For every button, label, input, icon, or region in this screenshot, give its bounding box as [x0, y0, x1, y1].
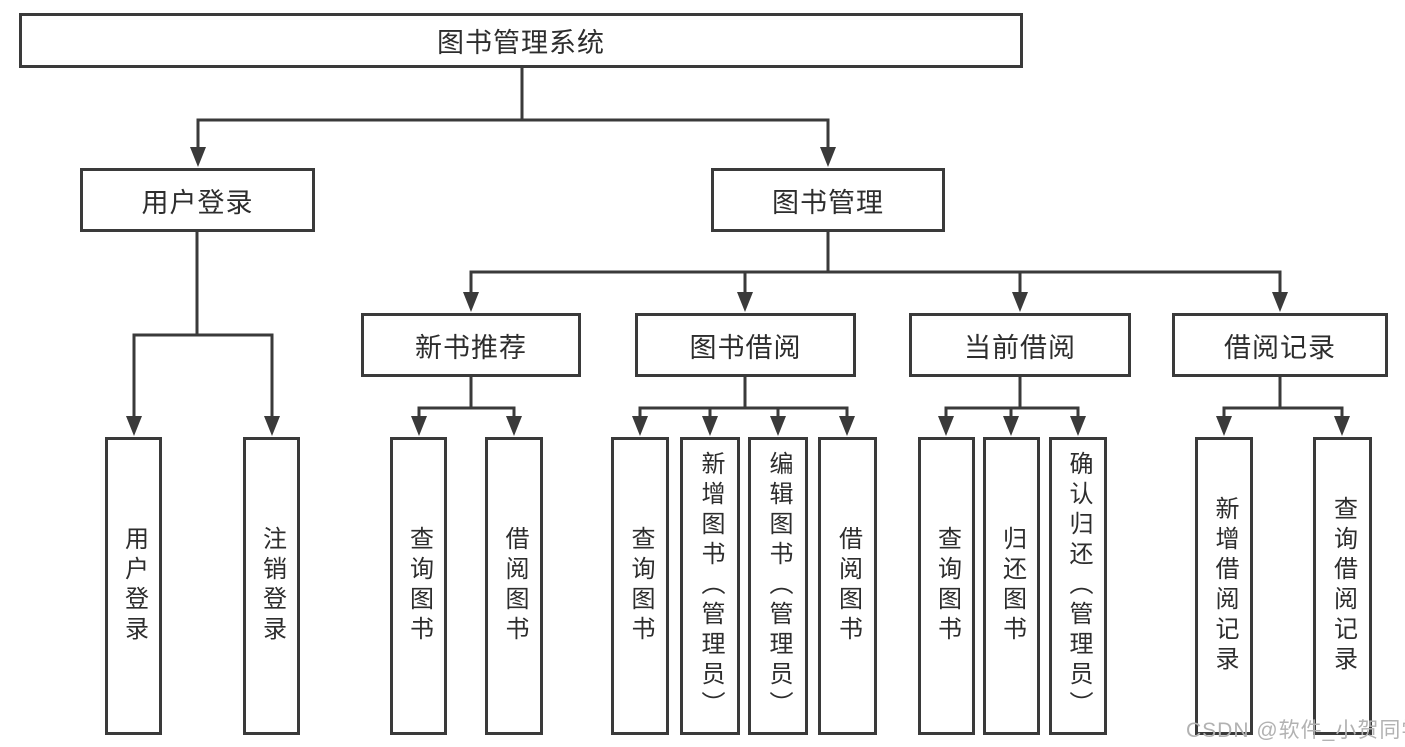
- node-book-borrow: 图书借阅: [635, 313, 856, 377]
- edges-user-login: [126, 230, 280, 436]
- leaf-bb-borrow-books: 借阅图书: [818, 437, 877, 735]
- node-label: 注销登录: [258, 526, 286, 646]
- leaf-cb-query-books: 查询图书: [918, 437, 975, 735]
- edges-new-book-recommend: [411, 375, 522, 436]
- node-label: 归还图书: [998, 526, 1026, 646]
- node-label: 借阅图书: [501, 526, 528, 646]
- edges-book-management: [463, 230, 1288, 312]
- leaf-cb-return-books: 归还图书: [983, 437, 1040, 735]
- leaf-br-query-record: 查询借阅记录: [1313, 437, 1372, 735]
- leaf-logout: 注销登录: [243, 437, 300, 735]
- node-new-book-recommend: 新书推荐: [361, 313, 581, 377]
- node-label: 确认归还（管理员）: [1065, 451, 1092, 721]
- node-label: 图书管理系统: [437, 28, 605, 58]
- node-label: 查询图书: [405, 526, 433, 646]
- node-current-borrow: 当前借阅: [909, 313, 1131, 377]
- node-label: 新增图书（管理员）: [697, 451, 724, 721]
- node-borrow-records: 借阅记录: [1172, 313, 1388, 377]
- node-label: 查询借阅记录: [1329, 496, 1357, 676]
- leaf-nbr-query-books: 查询图书: [390, 437, 447, 735]
- node-root: 图书管理系统: [19, 13, 1023, 68]
- node-label: 借阅图书: [834, 526, 862, 646]
- node-book-management: 图书管理: [711, 168, 945, 232]
- node-label: 用户登录: [120, 526, 148, 646]
- node-label: 查询图书: [933, 526, 961, 646]
- leaf-bb-add-books-admin: 新增图书（管理员）: [680, 437, 740, 735]
- node-label: 新增借阅记录: [1211, 496, 1238, 676]
- edges-book-borrow: [632, 375, 855, 436]
- leaf-bb-edit-books-admin: 编辑图书（管理员）: [748, 437, 808, 735]
- watermark: CSDN @软件_小贺同学: [1186, 719, 1405, 742]
- node-label: 图书借阅: [689, 332, 802, 363]
- edges-current-borrow: [938, 375, 1086, 436]
- node-label: 查询图书: [627, 526, 654, 646]
- node-label: 当前借阅: [964, 332, 1076, 363]
- leaf-cb-confirm-return-admin: 确认归还（管理员）: [1049, 437, 1107, 735]
- node-label: 借阅记录: [1224, 332, 1336, 363]
- edges-borrow-records: [1216, 375, 1350, 436]
- node-label: 图书管理: [772, 187, 884, 218]
- node-label: 编辑图书（管理员）: [765, 451, 792, 721]
- node-user-login: 用户登录: [80, 168, 315, 232]
- leaf-nbr-borrow-books: 借阅图书: [485, 437, 543, 735]
- node-label: 用户登录: [141, 187, 254, 218]
- leaf-bb-query-books: 查询图书: [611, 437, 669, 735]
- edges-root-to-level1: [190, 66, 836, 167]
- leaf-br-add-record: 新增借阅记录: [1195, 437, 1253, 735]
- leaf-user-login: 用户登录: [105, 437, 162, 735]
- node-label: 新书推荐: [415, 332, 527, 363]
